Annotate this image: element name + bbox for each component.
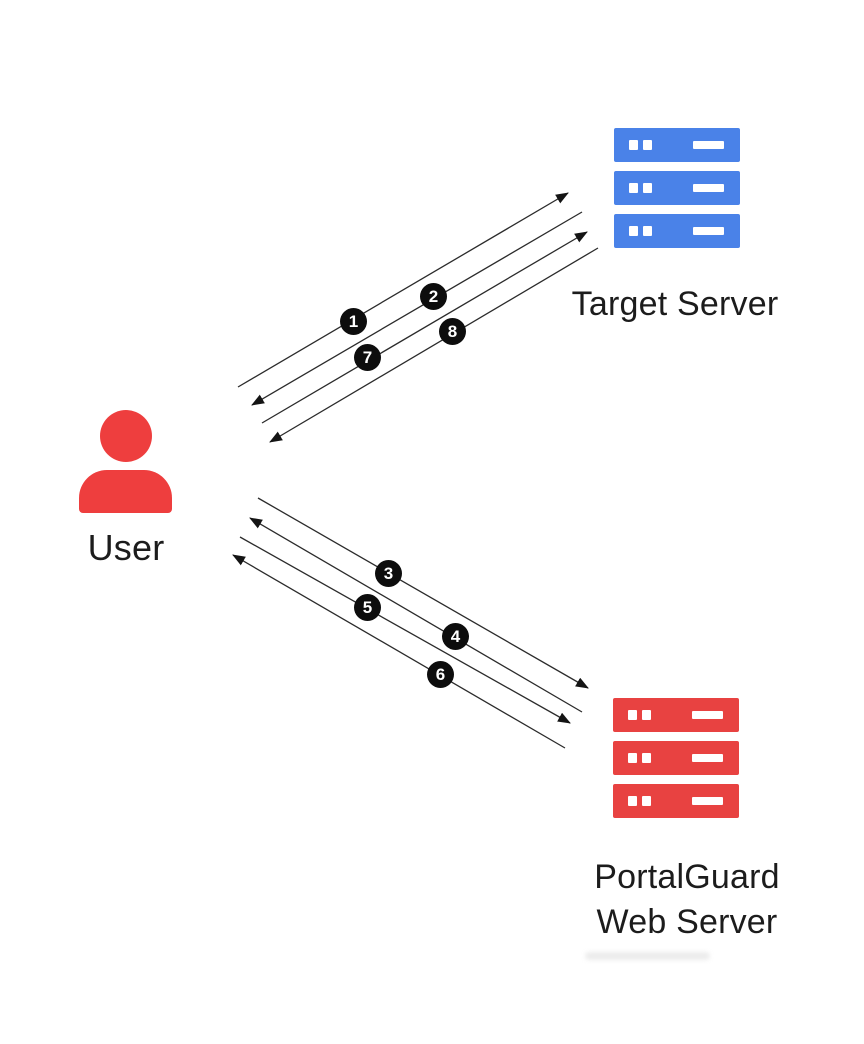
server-led-icon bbox=[628, 710, 637, 720]
step-badge-1: 1 bbox=[340, 308, 367, 335]
server-rack-unit bbox=[613, 698, 739, 732]
server-vent-icon bbox=[692, 797, 723, 805]
user-icon bbox=[78, 408, 174, 514]
server-led-icon bbox=[642, 710, 651, 720]
user-label: User bbox=[87, 527, 165, 568]
target-server-icon bbox=[614, 128, 740, 248]
server-led-icon bbox=[628, 753, 637, 763]
server-rack-unit bbox=[613, 784, 739, 818]
arrow-step-2-target-to-user bbox=[251, 211, 583, 406]
arrow-step-1-user-to-target bbox=[237, 192, 569, 388]
server-led-icon bbox=[628, 796, 637, 806]
step-badge-7: 7 bbox=[354, 344, 381, 371]
portalguard-label-line1: PortalGuard bbox=[594, 858, 780, 896]
arrow-step-5-user-to-portalguard bbox=[239, 536, 571, 724]
server-vent-icon bbox=[692, 711, 723, 719]
arrow-step-6-portalguard-to-user bbox=[232, 554, 566, 749]
arrow-step-3-user-to-portalguard bbox=[257, 497, 589, 689]
server-rack-unit bbox=[613, 741, 739, 775]
step-badge-6: 6 bbox=[427, 661, 454, 688]
portalguard-label-line2: Web Server bbox=[596, 903, 778, 941]
server-led-icon bbox=[629, 140, 638, 150]
server-rack-unit bbox=[614, 214, 740, 248]
server-led-icon bbox=[642, 753, 651, 763]
arrow-step-7-user-to-target bbox=[261, 231, 588, 424]
server-led-icon bbox=[629, 226, 638, 236]
target-server-label: Target Server bbox=[571, 285, 779, 323]
server-vent-icon bbox=[693, 227, 724, 235]
server-led-icon bbox=[629, 183, 638, 193]
arrow-step-8-target-to-user bbox=[269, 247, 599, 443]
server-led-icon bbox=[642, 796, 651, 806]
server-vent-icon bbox=[693, 141, 724, 149]
server-led-icon bbox=[643, 226, 652, 236]
server-rack-unit bbox=[614, 171, 740, 205]
server-vent-icon bbox=[692, 754, 723, 762]
server-vent-icon bbox=[693, 184, 724, 192]
step-badge-2: 2 bbox=[420, 283, 447, 310]
server-rack-unit bbox=[614, 128, 740, 162]
user-icon-head bbox=[100, 410, 152, 462]
step-badge-5: 5 bbox=[354, 594, 381, 621]
portalguard-server-icon bbox=[613, 698, 739, 818]
arrow-step-4-portalguard-to-user bbox=[249, 517, 583, 713]
faint-watermark-artifact bbox=[585, 952, 710, 960]
user-icon-body bbox=[79, 470, 172, 513]
step-badge-8: 8 bbox=[439, 318, 466, 345]
server-led-icon bbox=[643, 183, 652, 193]
step-badge-4: 4 bbox=[442, 623, 469, 650]
server-led-icon bbox=[643, 140, 652, 150]
portalguard-server-label: PortalGuard Web Server bbox=[552, 855, 822, 945]
step-badge-3: 3 bbox=[375, 560, 402, 587]
